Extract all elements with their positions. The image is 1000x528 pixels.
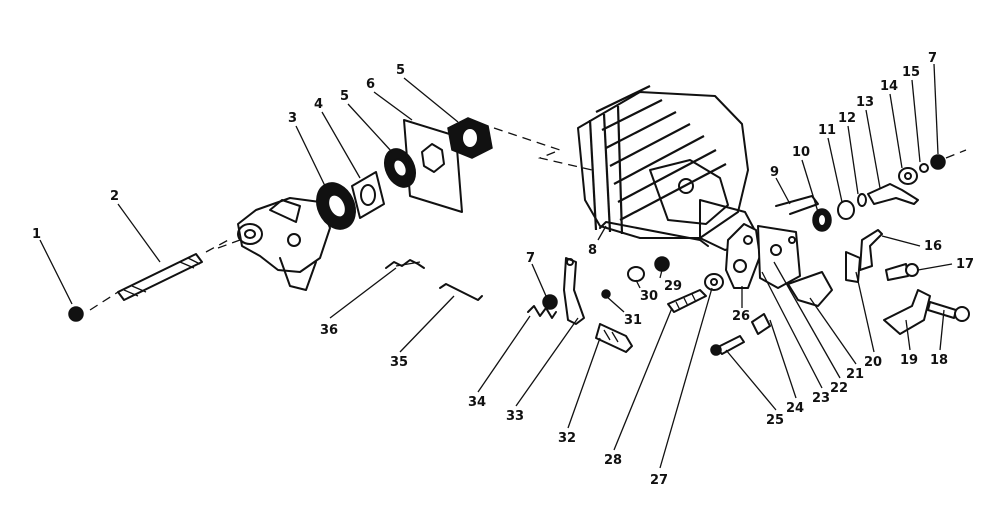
callout-27: 27 [650, 473, 668, 488]
callout-labels: 1 2 3 4 5 5 6 7 7 8 9 10 11 12 13 14 15 … [32, 51, 974, 488]
bushing-29 [654, 256, 670, 272]
bracket-16 [859, 229, 883, 271]
callout-13: 13 [856, 95, 874, 110]
bushing-11 [837, 200, 855, 220]
washer-31 [601, 289, 611, 299]
callout-5-left: 5 [340, 89, 349, 104]
engine-cylinder [577, 85, 761, 251]
callout-11: 11 [818, 123, 836, 138]
callout-23: 23 [812, 391, 830, 406]
callout-36: 36 [320, 323, 338, 338]
callout-34: 34 [468, 395, 486, 410]
washer-30 [627, 266, 645, 282]
heat-shield-plate-6 [403, 119, 463, 213]
bolt-18 [927, 301, 970, 322]
callout-17: 17 [956, 257, 974, 272]
clamp-24 [751, 313, 771, 335]
spring-34 [527, 305, 557, 319]
callout-10: 10 [792, 145, 810, 160]
callout-16: 16 [924, 239, 942, 254]
callout-8: 8 [588, 243, 597, 258]
callout-14: 14 [880, 79, 898, 94]
callout-18: 18 [930, 353, 948, 368]
callout-9: 9 [770, 165, 779, 180]
nut-1 [68, 306, 84, 322]
centerline-upper [493, 127, 593, 171]
leader-lines [39, 63, 953, 469]
callout-31: 31 [624, 313, 642, 328]
callout-7-lower: 7 [526, 251, 535, 266]
washer-14 [898, 167, 918, 185]
callout-26: 26 [732, 309, 750, 324]
rod-8 [599, 221, 709, 247]
callout-28: 28 [604, 453, 622, 468]
screw-17 [885, 263, 919, 281]
screw-25 [710, 335, 745, 356]
callout-5-right: 5 [396, 63, 405, 78]
callout-21: 21 [846, 367, 864, 382]
callout-19: 19 [900, 353, 918, 368]
callout-15: 15 [902, 65, 920, 80]
callout-6: 6 [366, 77, 375, 92]
callout-4: 4 [314, 97, 323, 112]
bracket-19 [883, 289, 931, 335]
spring-36 [385, 259, 425, 269]
callout-32: 32 [558, 431, 576, 446]
callout-35: 35 [390, 355, 408, 370]
callout-33: 33 [506, 409, 524, 424]
washer-15 [919, 163, 929, 173]
callout-7-upper: 7 [928, 51, 937, 66]
screw-32 [595, 323, 633, 353]
stud-2 [89, 237, 233, 311]
callout-29: 29 [664, 279, 682, 294]
spacer-4 [351, 171, 385, 219]
governor-bracket-26 [725, 223, 761, 289]
centerline-lower [217, 239, 241, 249]
link-rod-9 [775, 195, 819, 215]
nut-7-lower [542, 294, 558, 310]
spring-10 [812, 208, 832, 232]
callout-1: 1 [32, 227, 41, 242]
callout-30: 30 [640, 289, 658, 304]
cylinder-fins [588, 85, 727, 235]
control-plate-23 [757, 225, 801, 289]
gasket-5-right [447, 117, 493, 159]
link-rod-35 [439, 283, 483, 301]
callout-22: 22 [830, 381, 848, 396]
carburetor [237, 197, 331, 291]
washer-27 [704, 273, 724, 291]
shaft-lever-13 [867, 183, 919, 205]
washer-12 [857, 193, 867, 207]
callout-3: 3 [288, 111, 297, 126]
callout-2: 2 [110, 189, 119, 204]
callout-24: 24 [786, 401, 804, 416]
gasket-5-left [384, 148, 416, 188]
bracket-21 [787, 271, 833, 307]
gasket-3 [316, 182, 356, 230]
callout-20: 20 [864, 355, 882, 370]
lever-33 [563, 257, 585, 325]
callout-12: 12 [838, 111, 856, 126]
nut-7-upper [930, 149, 967, 170]
callout-25: 25 [766, 413, 784, 428]
